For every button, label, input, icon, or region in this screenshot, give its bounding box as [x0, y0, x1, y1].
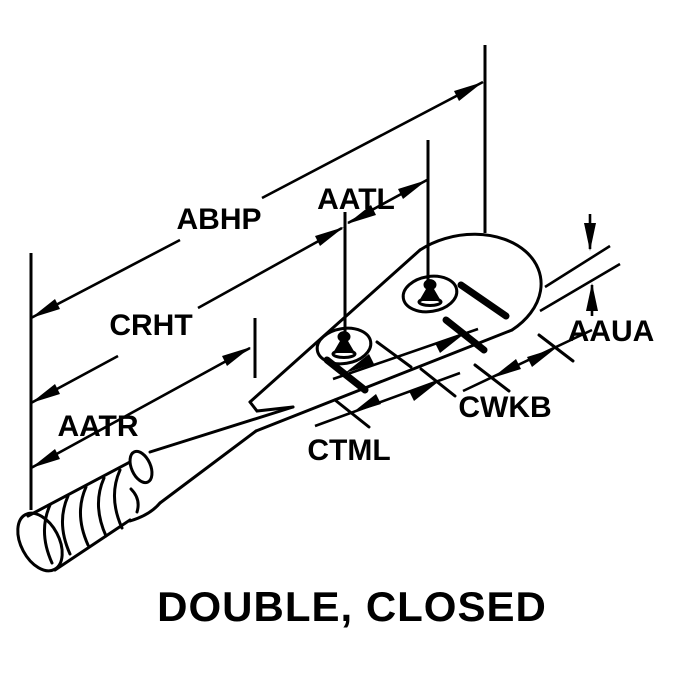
dim-crht: CRHT — [30, 226, 344, 405]
shank-top-edge — [148, 405, 295, 454]
dim-aatr-arrow-right — [222, 347, 251, 366]
dim-aaua: AAUA — [539, 214, 655, 348]
head-top-edge — [248, 248, 422, 404]
hole-left — [315, 326, 373, 366]
dim-aatl-arrow-right — [398, 180, 427, 199]
dim-aatl: AATL — [317, 178, 428, 225]
pin-left-base — [331, 349, 357, 359]
dim-ctml-arrow-left — [352, 394, 381, 413]
dim-abhp-line — [261, 80, 484, 200]
dim-crht-arrow-right — [315, 227, 344, 246]
pin-right-base — [417, 297, 443, 307]
head-nose-ellipse — [418, 232, 543, 332]
dim-aaua-arrow-down — [584, 223, 596, 251]
dim-label-ctml: CTML — [307, 434, 390, 467]
pin-right — [419, 279, 441, 301]
swage-notch — [248, 400, 295, 413]
dim-aatr-line — [30, 346, 251, 470]
thread-top-edge — [26, 460, 132, 518]
shank-bottom-edge — [158, 429, 258, 505]
dim-aaua-upper-extension — [544, 244, 611, 289]
hole-right-upper-tick — [457, 281, 510, 320]
hole-right-width-tick — [442, 316, 488, 354]
dim-label-aaua: AAUA — [568, 315, 655, 348]
dim-label-aatr: AATR — [57, 410, 138, 443]
thread-arc — [79, 485, 90, 547]
thread-bottom-edge — [53, 518, 132, 572]
dim-abhp-arrow-right — [454, 82, 483, 101]
dim-aatl-arrow-left — [347, 205, 376, 224]
dim-cwkb-arrow-left — [492, 359, 521, 378]
dim-hole-spacing-group: CTML CWKB — [307, 281, 593, 467]
dim-label-crht: CRHT — [109, 309, 192, 342]
dim-label-abhp: ABHP — [176, 203, 261, 236]
thread-runout-oval — [128, 449, 154, 485]
ctml-right-tick — [419, 367, 457, 398]
shank-transition-curve — [128, 501, 162, 523]
dim-ctml-arrow-right — [409, 382, 438, 401]
dim-abhp-arrow-left — [31, 299, 60, 318]
dim-hole-span-arrow-right — [435, 334, 464, 353]
dim-abhp: ABHP — [30, 80, 484, 320]
dim-aaua-arrow-up — [586, 283, 598, 311]
thread-arc — [61, 494, 72, 556]
thread-arc — [113, 468, 124, 530]
thread-runout-arc — [129, 487, 140, 514]
dim-aaua-lower-extension — [539, 262, 621, 313]
dim-label-cwkb: CWKB — [458, 391, 551, 424]
dim-crht-arrow-left — [31, 384, 60, 403]
dim-aatr: AATR — [30, 346, 251, 470]
dim-ctml-line — [314, 371, 461, 428]
dim-label-aatl: AATL — [317, 183, 395, 216]
figure-title: DOUBLE, CLOSED — [157, 583, 547, 630]
hole-left-upper-tick — [375, 340, 413, 369]
thread-arc — [97, 476, 108, 538]
dim-aatr-arrow-left — [31, 449, 60, 468]
dim-cwkb-arrow-right — [527, 348, 556, 367]
thread-arc — [43, 503, 54, 565]
dim-hole-span-arrow-left — [345, 354, 374, 373]
head-bottom-edge — [254, 328, 514, 433]
dim-cwkb-line — [462, 328, 593, 393]
